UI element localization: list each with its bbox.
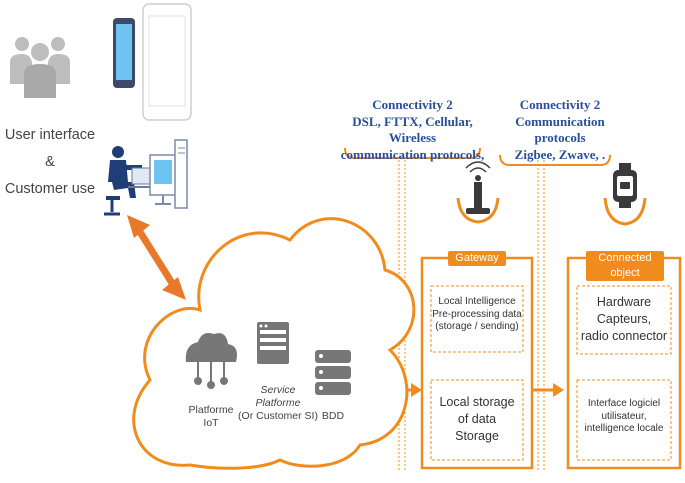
- users-group-icon: [10, 37, 70, 98]
- object-box1: Hardware Capteurs, radio connector: [577, 294, 671, 345]
- service-platform-label: Service Platforme (Or Customer SI): [238, 384, 318, 423]
- object-box2-line3: intelligence locale: [584, 423, 664, 434]
- double-arrow-icon: [127, 215, 186, 300]
- desktop-computer-icon: [149, 139, 188, 209]
- connected-object-box: [566, 256, 682, 470]
- tablet-outline-icon: [142, 3, 192, 121]
- object-box1-line1: Hardware: [596, 295, 652, 309]
- platform-iot-line2: IoT: [203, 417, 219, 429]
- ui-line2: &: [45, 154, 55, 170]
- platform-iot-line1: Platforme: [188, 404, 234, 416]
- bdd-label: BDD: [321, 410, 345, 422]
- gateway-box1-line2: Pre-processing data: [432, 308, 522, 320]
- conn-left-line2: DSL, FTTX, Cellular, Wireless: [352, 113, 473, 146]
- conn-left-title: Connectivity 2: [372, 97, 453, 112]
- database-icon: [315, 350, 351, 395]
- ui-line3: Customer use: [4, 181, 96, 197]
- gateway-box1: Local Intelligence Pre-processing data (…: [431, 296, 523, 334]
- gateway-box2: Local storage of data Storage: [431, 394, 523, 445]
- conn-left-line3: communication protocols,: [340, 146, 485, 162]
- cloud-iot-icon: [185, 333, 237, 389]
- object-box2-line2: utilisateur,: [601, 410, 647, 422]
- gateway-box1-line1: Local Intelligence: [438, 296, 516, 307]
- connected-object-title: Connected object: [586, 251, 664, 281]
- object-box1-line2: Capteurs,: [596, 312, 652, 326]
- service-platform-line2: Platforme: [255, 397, 301, 409]
- platform-iot-label: Platforme IoT: [178, 404, 244, 430]
- conn-right-line3: Zigbee, Zwave, .: [514, 146, 606, 162]
- object-box1-line3: radio connector: [580, 329, 668, 343]
- service-platform-line3: (Or Customer SI): [238, 410, 318, 422]
- service-platform-icon: [257, 322, 289, 364]
- gateway-box1-line3: (storage / sending): [435, 321, 519, 332]
- object-box2-line1: Interface logiciel: [587, 398, 661, 409]
- person-computer-icon: [104, 146, 154, 216]
- connectivity-right-label: Connectivity 2 Communication protocols Z…: [495, 97, 625, 163]
- gateway-box2-line2: of data: [457, 412, 497, 426]
- gateway-box2-line3: Storage: [455, 429, 499, 443]
- connectivity-left-label: Connectivity 2 DSL, FTTX, Cellular, Wire…: [335, 97, 490, 163]
- bracket-left: [344, 147, 481, 159]
- smartwatch-icon: [603, 163, 647, 226]
- router-antenna-icon: [456, 161, 500, 224]
- user-interface-label: User interface & Customer use: [0, 122, 100, 203]
- gateway-box2-line1: Local storage: [439, 395, 515, 409]
- smartphone-icon: [113, 18, 135, 88]
- bracket-right: [499, 154, 611, 166]
- ui-line1: User interface: [4, 127, 96, 143]
- object-box2: Interface logiciel utilisateur, intellig…: [577, 398, 671, 436]
- conn-right-line2: Communication protocols: [515, 113, 605, 146]
- service-platform-line1: Service: [260, 384, 296, 396]
- conn-right-title: Connectivity 2: [519, 97, 601, 112]
- gateway-title: Gateway: [448, 251, 506, 266]
